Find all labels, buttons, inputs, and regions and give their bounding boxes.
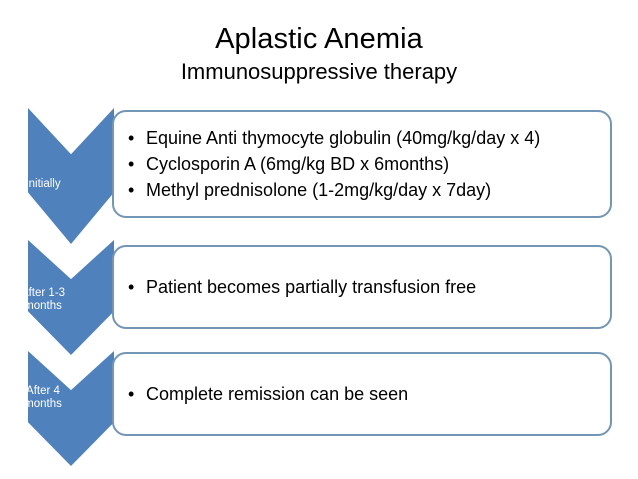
page-subtitle: Immunosuppressive therapy — [180, 59, 458, 84]
bullet-list: Patient becomes partially transfusion fr… — [114, 274, 610, 300]
list-item: Cyclosporin A (6mg/kg BD x 6months) — [128, 151, 596, 177]
list-item: Patient becomes partially transfusion fr… — [128, 274, 596, 300]
stage-chevron-initially — [28, 108, 114, 244]
stage-chevron-label-initially: Initially — [25, 178, 61, 190]
bullet-list: Equine Anti thymocyte globulin (40mg/kg/… — [114, 125, 610, 203]
stage-chevron-label-after-1-3-months: After 1-3 months — [20, 287, 66, 312]
stage-chevron-label-after-4-months: After 4 months — [24, 385, 62, 410]
list-item: Methyl prednisolone (1-2mg/kg/day x 7day… — [128, 177, 596, 203]
title-block: Aplastic Anemia Immunosuppressive therap… — [0, 22, 638, 86]
stage-content-box-after-1-3-months: Patient becomes partially transfusion fr… — [112, 245, 612, 329]
stage-content-box-initially: Equine Anti thymocyte globulin (40mg/kg/… — [112, 110, 612, 218]
page-title: Aplastic Anemia — [215, 23, 423, 55]
list-item: Complete remission can be seen — [128, 381, 596, 407]
bullet-list: Complete remission can be seen — [114, 381, 610, 407]
stage-content-box-after-4-months: Complete remission can be seen — [112, 352, 612, 436]
list-item: Equine Anti thymocyte globulin (40mg/kg/… — [128, 125, 596, 151]
